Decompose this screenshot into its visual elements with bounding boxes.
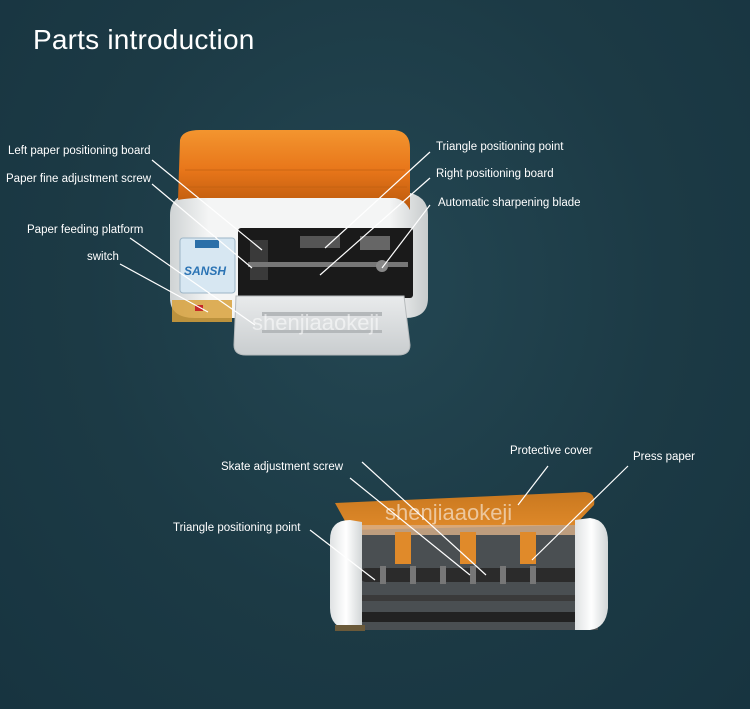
protective-cover-shape xyxy=(335,492,595,530)
left-side-panel xyxy=(330,520,362,630)
watermark-bottom: shenjiaaokeji xyxy=(385,500,512,525)
bottom-machine: shenjiaaokeji xyxy=(330,492,608,631)
label-left-paper-positioning-board: Left paper positioning board xyxy=(8,145,151,157)
label-paper-feeding-platform: Paper feeding platform xyxy=(27,224,144,236)
label-press-paper: Press paper xyxy=(633,451,696,463)
label-protective-cover: Protective cover xyxy=(510,445,593,457)
right-side-panel xyxy=(575,518,608,630)
bottom-callout-lines xyxy=(309,461,629,581)
label-automatic-sharpening-blade: Automatic sharpening blade xyxy=(438,197,581,209)
top-machine: SANSH shenjiaaokeji xyxy=(170,130,428,356)
brand-panel xyxy=(179,237,236,294)
feeding-tray xyxy=(233,295,411,356)
watermark-top: shenjiaaokeji xyxy=(252,310,379,335)
label-skate-adjustment-screw: Skate adjustment screw xyxy=(221,461,344,473)
brand-text: SANSH xyxy=(184,264,226,278)
label-switch: switch xyxy=(87,251,119,263)
power-switch xyxy=(195,305,203,311)
label-triangle-positioning-point-top: Triangle positioning point xyxy=(436,141,564,153)
top-callout-lines xyxy=(119,151,431,326)
label-triangle-positioning-point-bottom: Triangle positioning point xyxy=(173,522,301,534)
page-title: Parts introduction xyxy=(33,24,255,55)
label-right-positioning-board: Right positioning board xyxy=(436,168,554,180)
label-paper-fine-adjustment-screw: Paper fine adjustment screw xyxy=(6,173,152,185)
